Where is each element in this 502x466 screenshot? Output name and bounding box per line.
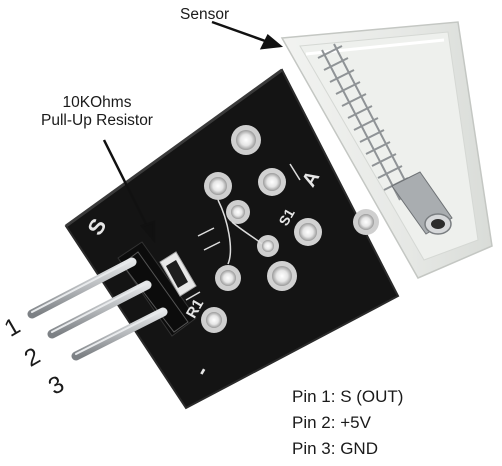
pinout-function: +5V (340, 413, 371, 432)
callout-arrows (102, 20, 284, 244)
pinout-row-3: Pin 3: GND (292, 439, 378, 458)
pcb-edge-highlight (65, 68, 283, 228)
resistor-arrowhead (139, 220, 156, 244)
pinout-pin: Pin 3 (292, 439, 331, 458)
sensor-shaft (391, 171, 453, 235)
pinout-pin: Pin 2 (292, 413, 331, 432)
silkscreen-traces (185, 163, 301, 301)
pinout-function: S (OUT) (340, 387, 404, 406)
pinout-pin: Pin 1 (292, 387, 331, 406)
header-pins (27, 257, 168, 361)
pinout-row-2: Pin 2: +5V (292, 413, 371, 432)
smd-resistor (159, 251, 197, 297)
resistor-callout-line1: 10KOhms (62, 94, 132, 111)
sensor-spring (317, 43, 413, 201)
sensor-arrow (211, 20, 269, 44)
header-block (117, 241, 197, 337)
resistor-arrow (102, 139, 150, 229)
pin-2 (47, 280, 152, 339)
pinout-row-1: Pin 1: S (OUT) (292, 387, 404, 406)
resistor-callout-label: 10KOhms Pull-Up Resistor (12, 94, 182, 130)
pin-3 (71, 307, 168, 361)
pcb-pads (201, 125, 379, 333)
pinout-legend: Pin 1: S (OUT) Pin 2: +5V Pin 3: GND (292, 384, 403, 462)
pin-1 (27, 257, 137, 319)
resistor-callout-line2: Pull-Up Resistor (41, 112, 153, 129)
pinout-function: GND (340, 439, 378, 458)
sensor-callout-label: Sensor (180, 6, 230, 23)
sensor-arrowhead (259, 34, 284, 50)
